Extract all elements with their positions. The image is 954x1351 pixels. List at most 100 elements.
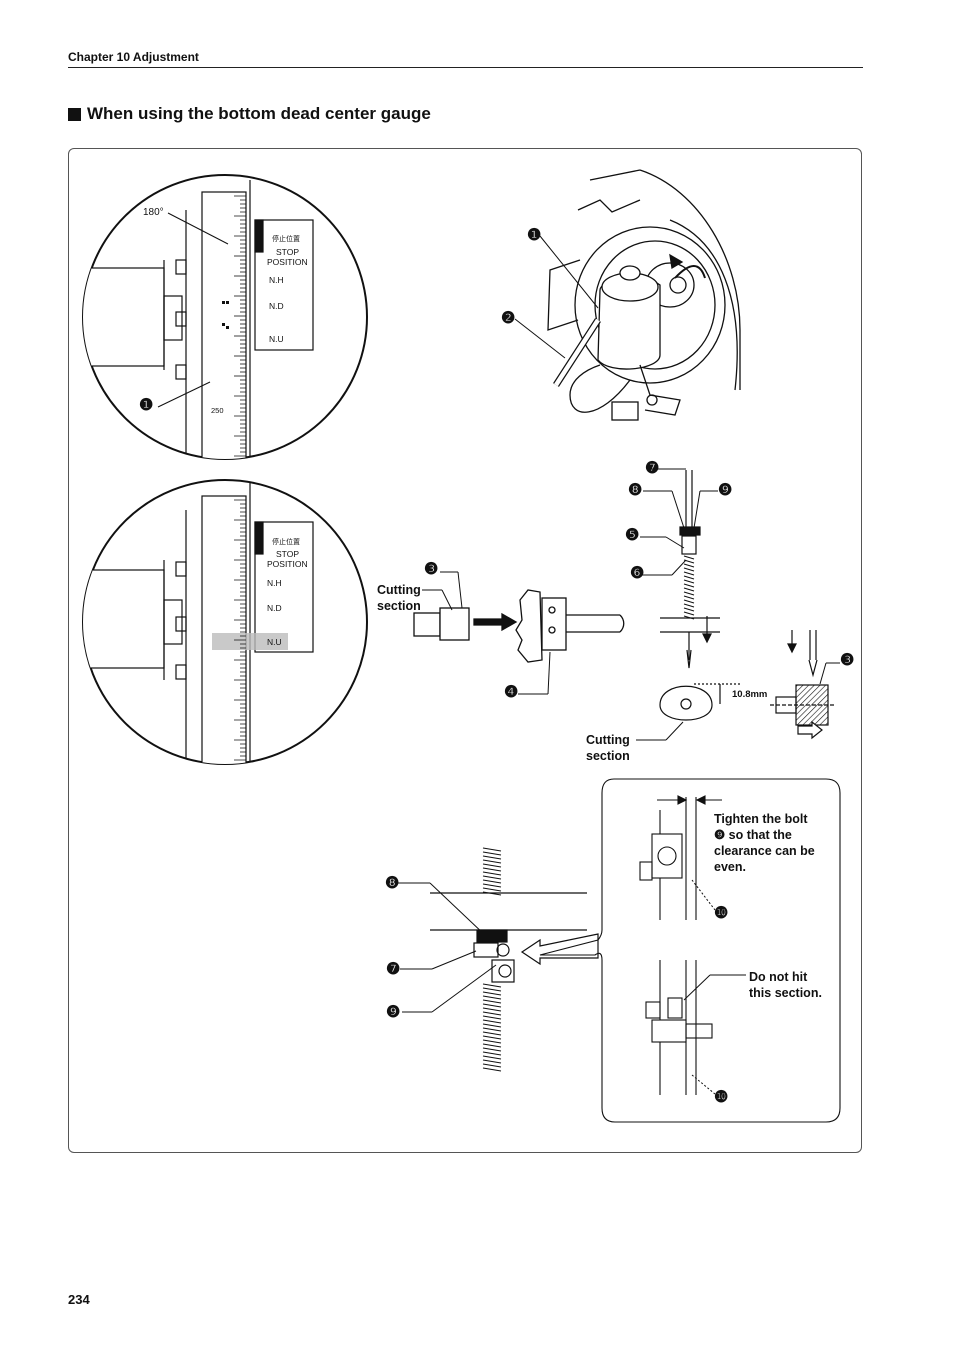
callout-5: ❺ (625, 527, 640, 544)
position-nh-top: N.H (269, 275, 284, 285)
spring-coil (482, 1003, 502, 1008)
spring-coil (482, 1019, 502, 1024)
callout-9b: ❾ (386, 1004, 401, 1021)
spring-coil (482, 1023, 502, 1028)
spring-coil (683, 555, 695, 560)
callout-1b: ❶ (527, 227, 542, 244)
dimension-label: 10.8mm (732, 689, 768, 700)
position-nh-bottom: N.H (267, 578, 282, 588)
position-nd-top: N.D (269, 301, 284, 311)
figure-frame (68, 148, 862, 1153)
page-number: 234 (68, 1292, 90, 1307)
spring-coil (683, 599, 695, 604)
spring-coil (482, 879, 502, 884)
spring-coil (683, 575, 695, 580)
spring-coil (482, 991, 502, 996)
spring-coil (683, 567, 695, 572)
spring-coil (482, 1007, 502, 1012)
position-nu-top: N.U (269, 334, 284, 344)
needle-bar-figure (659, 470, 740, 721)
spring-coil (482, 1051, 502, 1056)
spring-coil (482, 987, 502, 992)
cutting-section-label-1: Cutting section (377, 583, 421, 613)
callout-4: ❹ (504, 684, 519, 701)
tighten-note: Tighten the bolt ❾ so that the clearance… (714, 812, 815, 874)
spring-coil (482, 999, 502, 1004)
panel-kanji-top: 停止位置 (272, 236, 300, 243)
spring-coil (683, 587, 695, 592)
spring-coil (683, 563, 695, 568)
spring-coil (683, 615, 695, 620)
spring-coil (482, 863, 502, 868)
spring-coil (683, 611, 695, 616)
do-not-hit-note: Do not hit this section. (749, 970, 822, 1000)
callout-2: ❷ (501, 310, 516, 327)
cutting-fixture-figure (413, 589, 625, 663)
spring-coil (482, 875, 502, 880)
callout-9: ❾ (718, 482, 733, 499)
spring-coil (482, 1039, 502, 1044)
spring-coil (482, 1015, 502, 1020)
spring-coil (482, 1031, 502, 1036)
panel-kanji-bottom: 停止位置 (272, 539, 300, 546)
spring-coil (482, 851, 502, 856)
spring-coil (482, 1043, 502, 1048)
position-nd-bottom: N.D (267, 603, 282, 613)
spring-coil (482, 855, 502, 860)
callout-6: ❻ (630, 565, 645, 582)
cutting-section-label-2: Cutting section (586, 733, 630, 763)
gauge-top-figure (82, 174, 368, 460)
spring-coil (482, 871, 502, 876)
gauge-bottom-figure (82, 479, 368, 765)
spring-coil (482, 887, 502, 892)
spring-coil (482, 847, 502, 852)
callout-7b: ❼ (386, 961, 401, 978)
header-rule (68, 67, 863, 68)
spring-coil (482, 1047, 502, 1052)
spring-coil (482, 1063, 502, 1068)
spring-coil (482, 1035, 502, 1040)
spring-coil (683, 591, 695, 596)
callout-1: ❶ (139, 397, 154, 414)
spring-coil (482, 883, 502, 888)
panel-title-1-bottom: STOP (276, 549, 299, 559)
callout-10: ❿ (714, 905, 729, 922)
knife-block-figure (770, 630, 836, 740)
collar-detail-figure (430, 892, 599, 983)
spring-coil (482, 867, 502, 872)
callout-7: ❼ (645, 460, 660, 477)
panel-title-2-top: POSITION (267, 257, 308, 267)
spring-coil (482, 983, 502, 988)
spring-coil (482, 1055, 502, 1060)
section-heading: When using the bottom dead center gauge (68, 104, 431, 124)
callout-8b: ❽ (385, 875, 400, 892)
spring-coil (482, 891, 502, 896)
scale-label: 250 (211, 406, 224, 415)
panel-title-1-top: STOP (276, 247, 299, 257)
callout-3b: ❸ (840, 652, 855, 669)
spring-coil (482, 1067, 502, 1072)
callout-3: ❸ (424, 561, 439, 578)
square-bullet-icon (68, 107, 81, 121)
detail-panel (539, 778, 841, 1123)
spring-coil (482, 1027, 502, 1032)
spring-coil (683, 607, 695, 612)
spring-coil (683, 571, 695, 576)
spring-coil (683, 595, 695, 600)
spring-coil (482, 859, 502, 864)
position-nu-bottom: N.U (267, 637, 282, 647)
chapter-header: Chapter 10 Adjustment (68, 50, 199, 64)
spring-coil (683, 603, 695, 608)
spring-coil (482, 995, 502, 1000)
degree-label: 180° (143, 207, 164, 218)
callout-8: ❽ (628, 482, 643, 499)
spring-coil (482, 1011, 502, 1016)
spring-coil (683, 579, 695, 584)
spring-coil (683, 583, 695, 588)
section-title: When using the bottom dead center gauge (87, 104, 431, 123)
callout-10b: ❿ (714, 1089, 729, 1106)
pulley-figure (547, 169, 741, 421)
spring-coil (482, 1059, 502, 1064)
panel-title-2-bottom: POSITION (267, 559, 308, 569)
